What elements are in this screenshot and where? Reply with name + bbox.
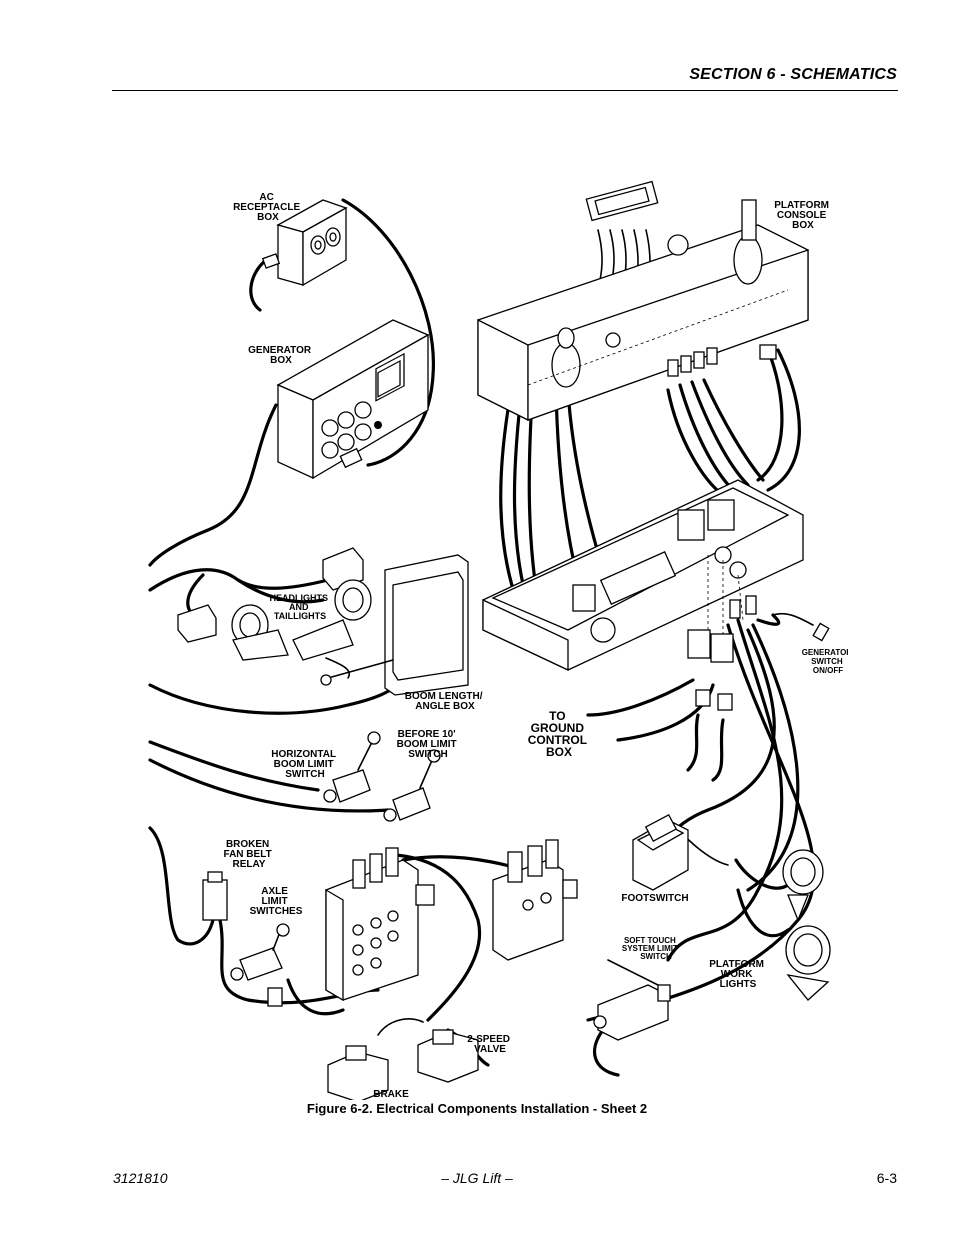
- footswitch: [632, 813, 689, 891]
- broken-fan-belt-relay: [202, 871, 228, 921]
- label-brake: BRAKE: [373, 1089, 409, 1100]
- publisher: – JLG Lift –: [441, 1170, 513, 1186]
- label-headlights-taillights: HEADLIGHTS AND TAILLIGHTS: [269, 593, 330, 621]
- platform-control-box: [482, 479, 804, 711]
- electrical-components-diagram: AC RECEPTACLE BOX PLATFORM CONSOLE BOX G…: [148, 180, 848, 1100]
- platform-console-box: [477, 180, 809, 422]
- doc-number: 3121810: [113, 1170, 168, 1186]
- label-boom-length-angle-box: BOOM LENGTH/ ANGLE BOX: [405, 691, 486, 712]
- diagram-labels: AC RECEPTACLE BOX PLATFORM CONSOLE BOX G…: [224, 192, 848, 1100]
- figure-caption: Figure 6-2. Electrical Components Instal…: [306, 1101, 648, 1116]
- label-footswitch: FOOTSWITCH: [621, 893, 688, 904]
- two-speed-valve: [417, 1029, 479, 1083]
- label-platform-work-lights: PLATFORM WORK LIGHTS: [709, 959, 767, 990]
- label-axle-limit-switches: AXLE LIMIT SWITCHES: [250, 886, 303, 917]
- label-generator-switch: GENERATOR SWITCH ON/OFF: [802, 648, 848, 675]
- label-horizontal-boom-limit-switch: HORIZONTAL BOOM LIMIT SWITCH: [271, 749, 338, 780]
- boom-length-angle-box: [320, 554, 469, 696]
- label-two-speed-valve: 2-SPEED VALVE: [467, 1034, 513, 1055]
- label-platform-console-box: PLATFORM CONSOLE BOX: [774, 200, 832, 231]
- label-to-ground-control-box: TO GROUND CONTROL BOX: [528, 709, 590, 759]
- page-number: 6-3: [876, 1170, 897, 1186]
- headlights-taillights: [177, 547, 372, 679]
- hydraulic-valve-manifold: [325, 839, 578, 1002]
- before-10-boom-limit-switch: [383, 749, 441, 822]
- axle-limit-switches: [230, 923, 290, 1007]
- generator-box: [276, 319, 430, 480]
- section-title: SECTION 6 - SCHEMATICS: [689, 66, 897, 83]
- soft-touch-system-limit-switch: [593, 959, 671, 1041]
- label-generator-box: GENERATOR BOX: [248, 345, 314, 366]
- label-ac-receptacle-box: AC RECEPTACLE BOX: [233, 192, 303, 223]
- label-before-10-boom-limit-switch: BEFORE 10' BOOM LIMIT SWITCH: [397, 729, 460, 760]
- ac-receptacle-box: [261, 199, 348, 287]
- label-soft-touch-system-limit-switch: SOFT TOUCH SYSTEM LIMIT SWITCH: [622, 936, 680, 961]
- horizontal-boom-limit-switch: [323, 731, 381, 803]
- brake-valve: [327, 1045, 389, 1100]
- generator-switch: [772, 612, 830, 642]
- label-broken-fan-belt-relay: BROKEN FAN BELT RELAY: [224, 839, 275, 870]
- platform-work-lights: [782, 849, 831, 1001]
- header-rule: [112, 90, 898, 91]
